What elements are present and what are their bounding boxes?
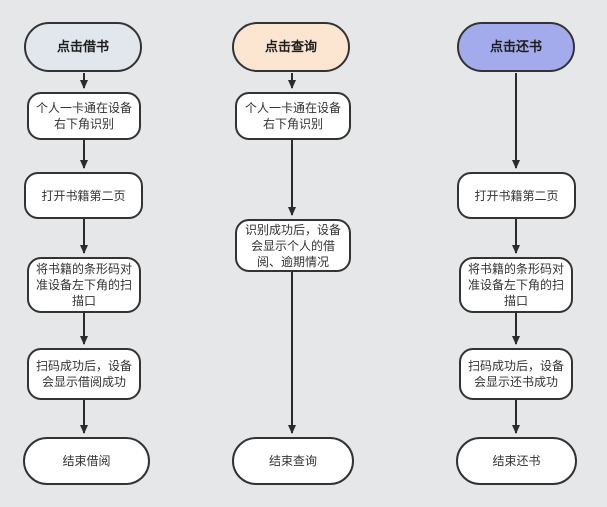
flow-borrow-step-scan-barcode: 将书籍的条形码对准设备左下角的扫描口 (27, 257, 141, 313)
flow-return-step-scan-barcode: 将书籍的条形码对准设备左下角的扫描口 (459, 257, 573, 313)
flow-query-step-card: 个人一卡通在设备右下角识别 (235, 92, 351, 140)
flow-borrow-start: 点击借书 (24, 22, 142, 72)
flow-borrow-step-open-book: 打开书籍第二页 (24, 172, 143, 219)
flow-borrow-step-success: 扫码成功后，设备会显示借阅成功 (27, 348, 141, 400)
flow-borrow-step-card: 个人一卡通在设备右下角识别 (27, 92, 141, 140)
flow-return-step-open-book: 打开书籍第二页 (457, 172, 576, 219)
flow-return-start: 点击还书 (457, 22, 575, 72)
flow-return-end: 结束还书 (456, 437, 577, 485)
flow-borrow-end: 结束借阅 (23, 437, 150, 485)
flow-query-step-show-status: 识别成功后，设备会显示个人的借阅、逾期情况 (235, 219, 351, 272)
flow-return-step-success: 扫码成功后，设备会显示还书成功 (459, 348, 573, 400)
flow-query-start: 点击查询 (232, 22, 350, 72)
flow-query-end: 结束查询 (232, 437, 354, 485)
